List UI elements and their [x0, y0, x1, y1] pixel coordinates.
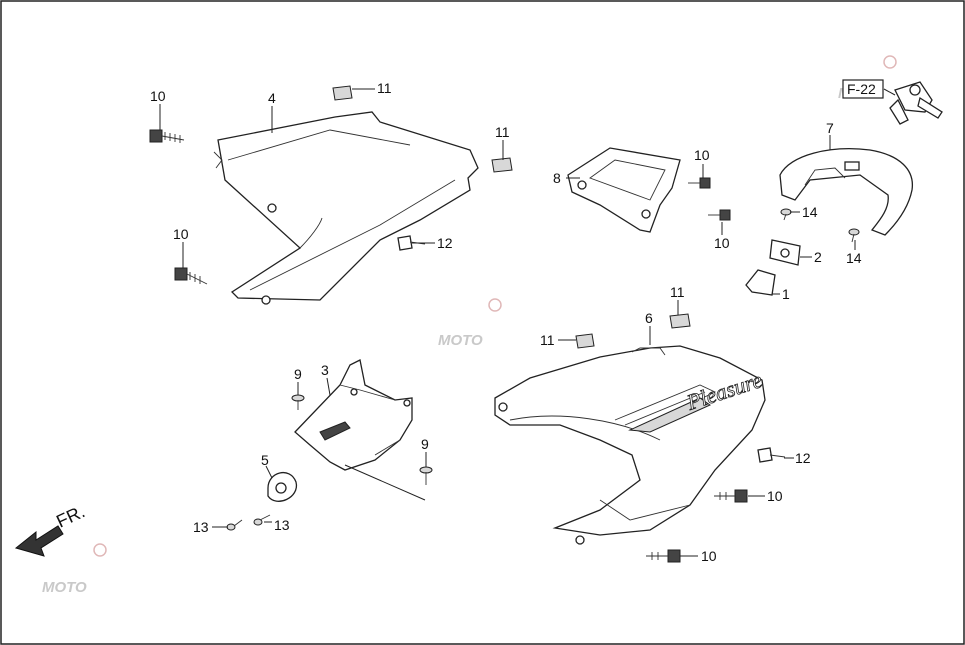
part-2-nut-clip — [769, 239, 801, 266]
bolt-10-e — [714, 489, 748, 503]
callout-10: 10 — [150, 88, 166, 104]
part-3-center-cover — [294, 359, 413, 471]
part-4-side-cover — [213, 111, 479, 305]
callout-14: 14 — [846, 250, 862, 266]
svg-text:MOTO: MOTO — [438, 332, 483, 349]
callout-12: 12 — [437, 235, 453, 251]
svg-text:MOTO: MOTO — [42, 579, 87, 596]
callout-9: 9 — [294, 366, 302, 382]
callout-6: 6 — [645, 310, 653, 326]
part-7-rear-cover — [779, 148, 913, 236]
reference-box-label: F-22 — [847, 81, 876, 97]
callout-12: 12 — [795, 450, 811, 466]
callout-labels: 10 4 11 11 10 12 8 10 10 7 14 14 2 1 11 … — [150, 80, 862, 564]
part-1-spring-clip — [745, 269, 776, 296]
nut-11-a — [332, 85, 353, 101]
callout-10: 10 — [173, 226, 189, 242]
screw-13-a — [226, 519, 243, 531]
bolt-10-b — [174, 267, 208, 285]
screw-12-b — [757, 447, 786, 463]
callout-5: 5 — [261, 452, 269, 468]
callout-4: 4 — [268, 90, 276, 106]
callout-11: 11 — [495, 124, 510, 140]
callout-11: 11 — [377, 80, 392, 96]
bolt-10-c — [688, 177, 711, 189]
reference-box-f22[interactable]: F-22 — [842, 79, 884, 99]
callout-3: 3 — [321, 362, 329, 378]
callout-7: 7 — [826, 120, 834, 136]
callout-2: 2 — [814, 249, 822, 265]
bolt-10-a — [149, 129, 185, 143]
callout-13: 13 — [274, 517, 290, 533]
callout-10: 10 — [767, 488, 783, 504]
callout-10: 10 — [694, 147, 710, 163]
part-6-body-cover: Pleasure — [494, 345, 766, 545]
nut-11-d — [575, 333, 595, 349]
bolt-10-d — [708, 209, 731, 221]
bolt-10-f — [646, 549, 681, 563]
nut-11-c — [669, 313, 691, 329]
watermark-logo-2: MOTO — [438, 298, 502, 349]
key-lock-assembly — [889, 81, 943, 125]
callout-9: 9 — [421, 436, 429, 452]
callout-10: 10 — [701, 548, 717, 564]
callout-1: 1 — [782, 286, 790, 302]
screw-14-b — [848, 228, 860, 243]
callout-10: 10 — [714, 235, 730, 251]
watermark-logo-3: MOTO — [42, 543, 107, 596]
leader-lines — [159, 88, 896, 557]
screw-9-a — [291, 394, 305, 410]
callout-11: 11 — [540, 332, 555, 348]
callout-13: 13 — [193, 519, 209, 535]
part-5-clip — [267, 472, 297, 502]
callout-11: 11 — [670, 284, 685, 300]
callout-14: 14 — [802, 204, 818, 220]
screw-13-b — [253, 514, 271, 526]
part-8-grab-handle — [567, 147, 681, 233]
callout-8: 8 — [553, 170, 561, 186]
nut-11-b — [491, 157, 513, 173]
